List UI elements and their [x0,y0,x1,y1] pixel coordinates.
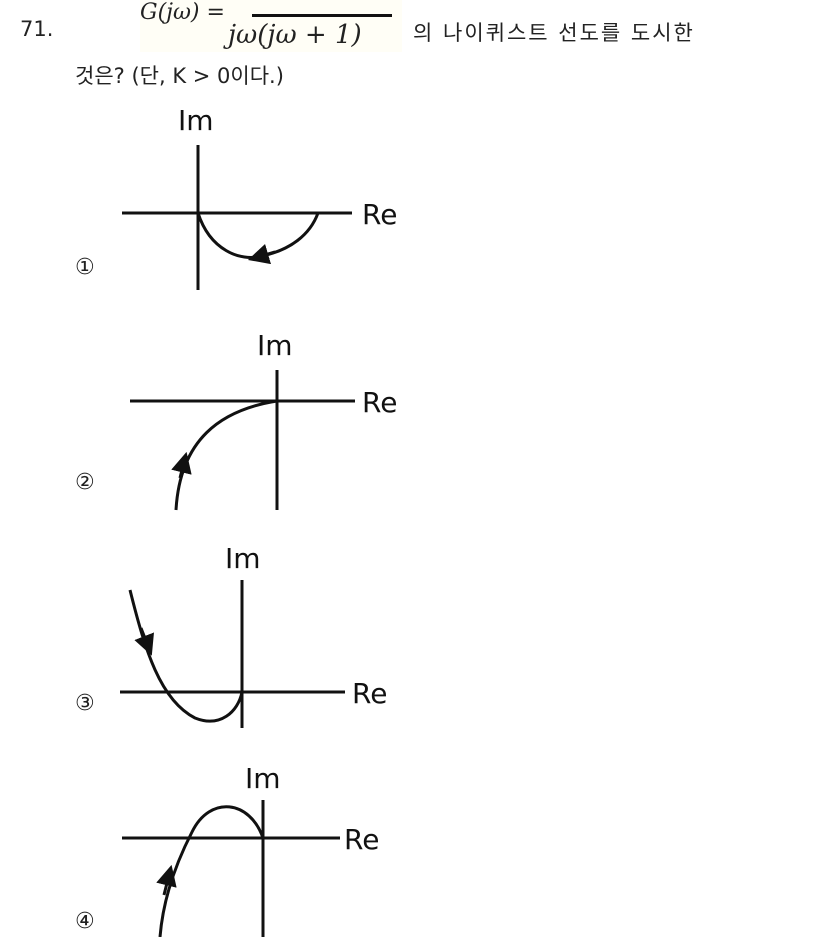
question-text-line1: 의 나이퀴스트 선도를 도시한 [413,21,695,45]
arrow-icon [156,864,177,896]
formula-lhs: G(jω) = [140,0,225,25]
im-label: Im [245,762,281,795]
nyquist-curve [128,589,244,723]
re-label: Re [362,198,397,231]
option-1-marker[interactable]: ① [75,255,95,280]
nyquist-curve [196,212,320,259]
option-1-plot[interactable] [122,145,352,290]
option-4-marker[interactable]: ④ [75,909,95,934]
option-3-plot[interactable] [120,580,345,728]
arrow-icon [134,627,154,656]
re-label: Re [344,823,379,856]
nyquist-curve [158,805,265,937]
im-label: Im [178,104,214,137]
re-label: Re [352,677,387,710]
nyquist-curve [174,399,278,511]
im-label: Im [257,329,293,362]
fraction-bar [252,14,392,17]
arrow-icon [247,243,276,265]
im-label: Im [225,542,261,575]
option-4-plot[interactable] [122,800,340,937]
formula-denominator: jω(jω + 1) [228,20,362,50]
re-label: Re [362,386,397,419]
option-3-marker[interactable]: ③ [75,691,95,716]
arrow-icon [171,451,192,479]
option-2-marker[interactable]: ② [75,470,95,495]
question-text-line2: 것은? (단, K > 0이다.) [75,64,284,88]
question-number: 71. [20,17,54,41]
option-2-plot[interactable] [130,370,355,511]
transfer-function-formula: G(jω) = jω(jω + 1) [140,0,402,52]
